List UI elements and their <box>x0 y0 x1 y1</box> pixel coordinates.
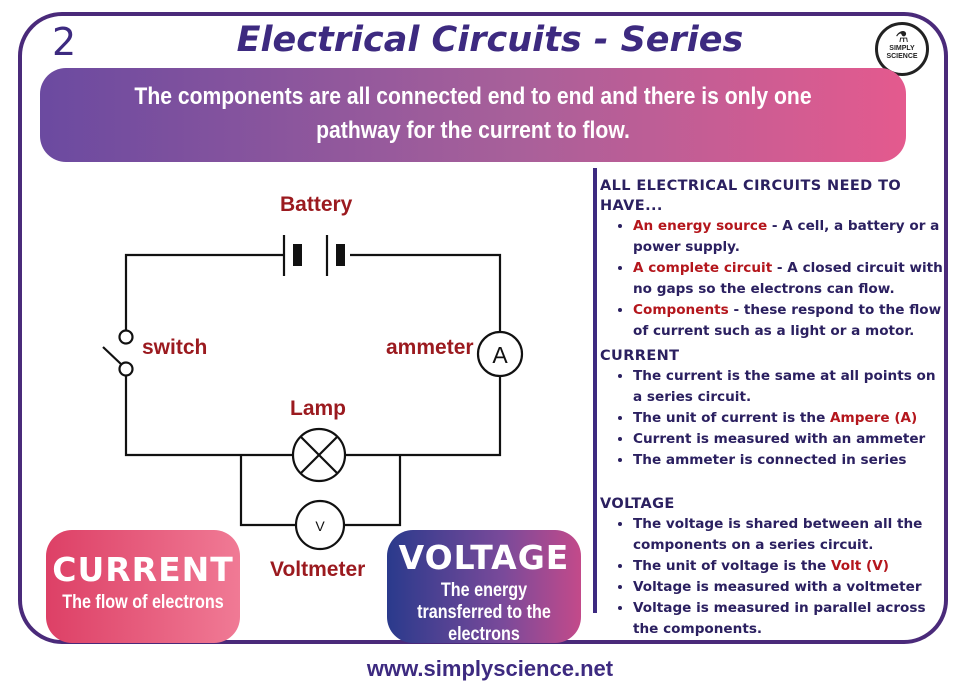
series-circuit-diagram: A V <box>102 235 524 551</box>
microscope-icon: ⚗ <box>895 29 909 46</box>
switch-lever <box>102 346 123 366</box>
description: - A cell, a battery or a power supply. <box>633 218 940 255</box>
current-definition-card: CURRENT The flow of electrons <box>46 530 240 643</box>
requirements-heading: ALL ELECTRICAL CIRCUITS NEED TO HAVE... <box>600 178 902 214</box>
wire-top-left <box>124 253 284 330</box>
definition-banner: The components are all connected end to … <box>40 68 906 162</box>
voltmeter-branch-left <box>239 455 296 527</box>
simply-science-logo: ⚗ SIMPLY SCIENCE <box>875 22 929 76</box>
battery-plate-4 <box>336 244 345 266</box>
list-item: An energy source - A cell, a battery or … <box>633 216 945 258</box>
current-card-subtitle: The flow of electrons <box>62 592 224 613</box>
current-card-title: CURRENT <box>52 550 234 589</box>
column-divider <box>593 168 597 613</box>
wire-top-right <box>350 253 502 333</box>
voltage-heading: VOLTAGE <box>600 496 675 512</box>
current-heading: CURRENT <box>600 348 680 364</box>
term: A complete circuit <box>633 260 773 276</box>
term: Components <box>633 302 729 318</box>
voltmeter-symbol <box>294 499 346 551</box>
voltage-card-title: VOLTAGE <box>398 538 570 577</box>
list-item: Components - these respond to the flow o… <box>633 300 945 342</box>
list-item: The unit of voltage is the Volt (V) <box>633 556 945 577</box>
voltmeter-label: Voltmeter <box>270 558 366 581</box>
list-item: The current is the same at all points on… <box>633 366 945 408</box>
website-url[interactable]: www.simplyscience.net <box>366 656 614 681</box>
term: Ampere (A) <box>830 410 918 426</box>
list-item: A complete circuit - A closed circuit wi… <box>633 258 945 300</box>
page-title: Electrical Circuits - Series <box>236 20 744 60</box>
current-section: CURRENT The current is the same at all p… <box>600 346 945 471</box>
info-column: ALL ELECTRICAL CIRCUITS NEED TO HAVE... … <box>600 176 945 637</box>
logo-text-line1: SIMPLY <box>889 45 915 52</box>
requirements-section: ALL ELECTRICAL CIRCUITS NEED TO HAVE... … <box>600 176 945 342</box>
switch-label: switch <box>142 336 208 359</box>
voltage-card-subtitle: The energy transferred to the electrons <box>417 580 551 645</box>
ammeter-label: ammeter <box>386 336 474 359</box>
voltmeter-symbol-letter: V <box>315 518 325 534</box>
term: An energy source <box>633 218 768 234</box>
wire-right-lower <box>346 376 502 457</box>
voltage-section: VOLTAGE The voltage is shared between al… <box>600 494 945 640</box>
battery-label: Battery <box>280 193 353 216</box>
list-item: Voltage is measured with a voltmeter <box>633 577 945 598</box>
list-item: Current is measured with an ammeter <box>633 429 945 450</box>
voltmeter-branch-right <box>344 455 402 527</box>
description: The unit of voltage is the <box>633 558 831 574</box>
list-item: The ammeter is connected in series <box>633 450 945 471</box>
description: The unit of current is the <box>633 410 831 426</box>
switch-contact-bottom <box>118 361 134 377</box>
wire-left-lower <box>124 376 292 457</box>
requirements-list: An energy source - A cell, a battery or … <box>600 216 945 342</box>
switch-contact-top <box>118 329 134 345</box>
list-item: Voltage is measured in parallel across t… <box>633 598 945 640</box>
list-item: The voltage is shared between all the co… <box>633 514 945 556</box>
description: - these respond to the flow of current s… <box>633 302 942 339</box>
voltage-definition-card: VOLTAGE The energy transferred to the el… <box>387 530 581 645</box>
description: - A closed circuit with no gaps so the e… <box>633 260 943 297</box>
current-list: The current is the same at all points on… <box>600 366 945 471</box>
voltage-list: The voltage is shared between all the co… <box>600 514 945 640</box>
lamp-cross-2 <box>300 436 338 474</box>
banner-text: The components are all connected end to … <box>134 83 812 144</box>
page-number: 2 <box>52 20 77 64</box>
battery-plate-2 <box>293 244 302 266</box>
logo-text-line2: SCIENCE <box>886 53 918 60</box>
list-item: The unit of current is the Ampere (A) <box>633 408 945 429</box>
ammeter-symbol-letter: A <box>492 342 508 368</box>
term: Volt (V) <box>830 558 889 574</box>
lamp-label: Lamp <box>290 397 347 420</box>
